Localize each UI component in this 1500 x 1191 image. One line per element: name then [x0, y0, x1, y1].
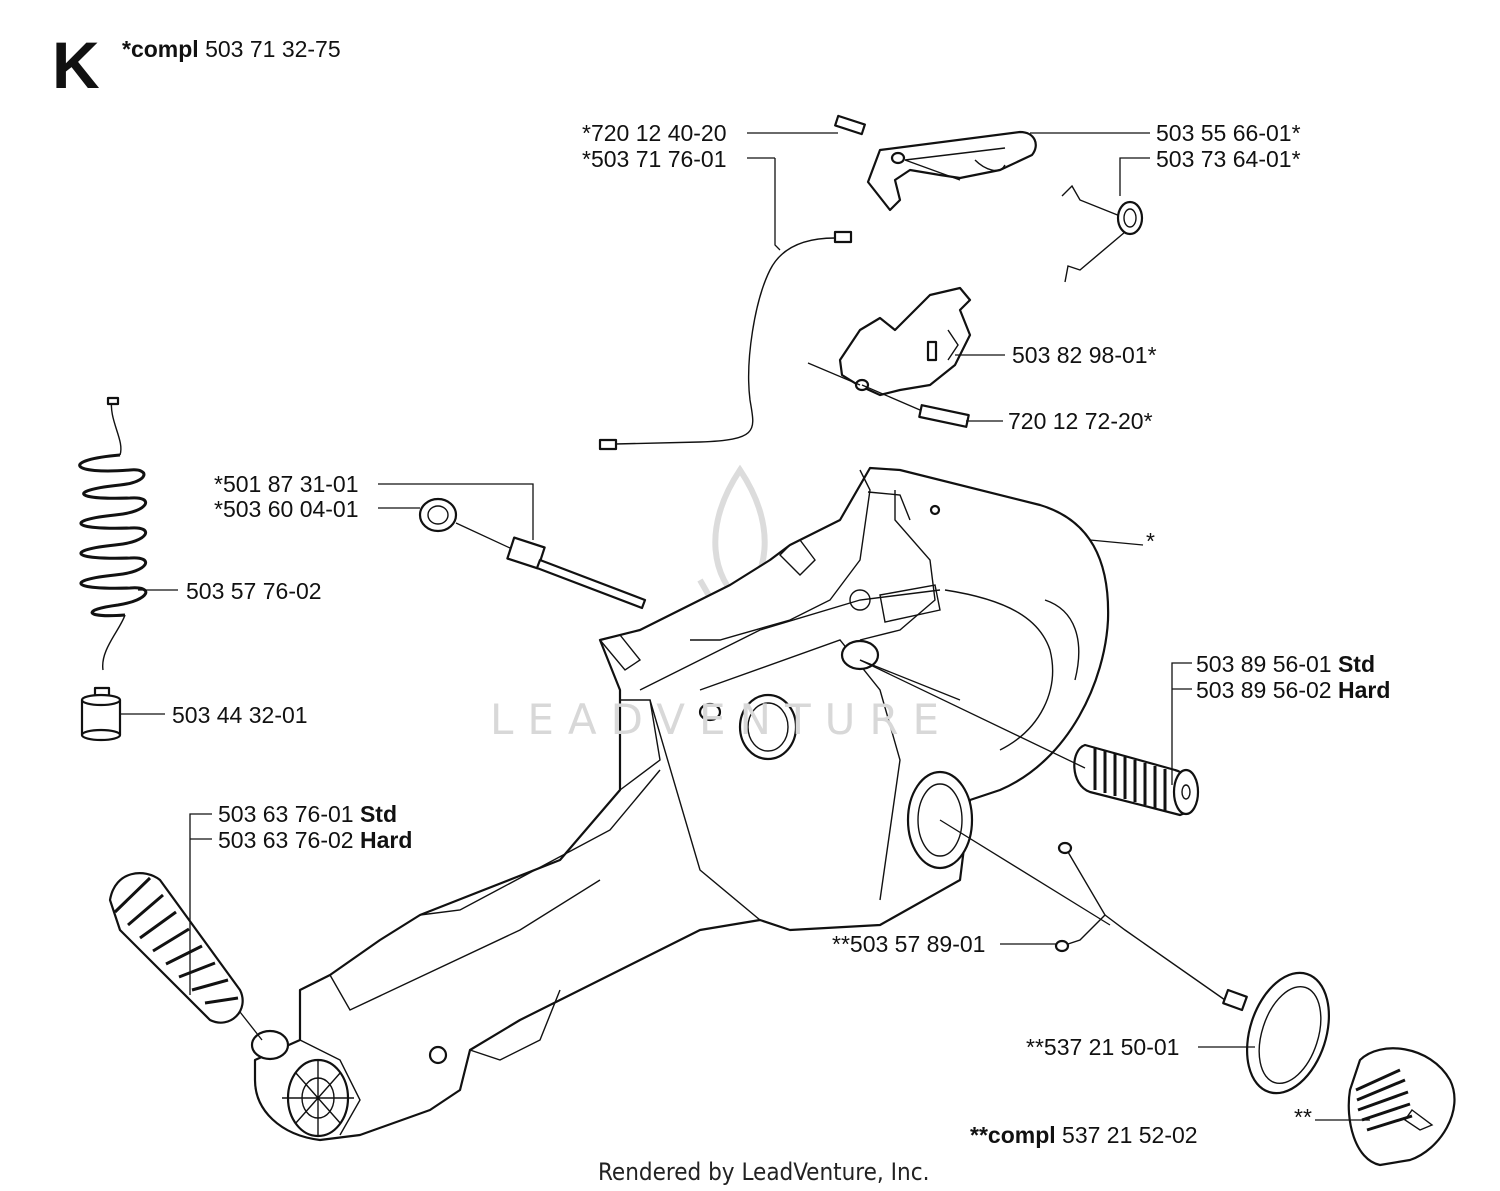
label-503-89-56-02-hard: 503 89 56-02 Hard [1196, 677, 1390, 703]
av-spring-left [108, 872, 244, 1024]
leader-lines [121, 132, 1370, 1121]
section-letter: K [52, 28, 100, 102]
std-label: Std [1337, 651, 1376, 677]
fuel-cap [1347, 1047, 1456, 1167]
watermark-text: LEADVENTURE [490, 695, 954, 744]
label-housing-star: * [1146, 528, 1155, 554]
av-spring-right [1073, 743, 1200, 817]
label-compl-537-21-52-02: **compl 537 21 52-02 [970, 1122, 1198, 1148]
label-503-57-76-02: 503 57 76-02 [186, 578, 322, 604]
throttle-trigger [838, 286, 972, 428]
part-number: 503 63 76-02 [218, 827, 354, 853]
label-720-12-40-20: *720 12 40-20 [582, 120, 727, 146]
label-503-44-32-01: 503 44 32-01 [172, 702, 308, 728]
compl2-part-number: 537 21 52-02 [1062, 1122, 1198, 1148]
footer-credit: Rendered by LeadVenture, Inc. [598, 1158, 930, 1186]
part-number: 503 89 56-01 [1196, 651, 1332, 677]
throttle-cable [598, 230, 853, 451]
part-number: 503 89 56-02 [1196, 677, 1332, 703]
compl-part-number: 503 71 32-75 [205, 36, 341, 62]
label-503-89-56-01-std: 503 89 56-01 Std [1196, 651, 1375, 677]
label-720-12-72-20: 720 12 72-20* [1008, 408, 1153, 434]
header-compl-label: *compl 503 71 32-75 [122, 36, 341, 62]
label-503-57-89-01: **503 57 89-01 [832, 931, 986, 957]
throttle-lockout [834, 114, 1037, 212]
std-label: Std [359, 801, 398, 827]
compl2-bold: **compl [970, 1122, 1056, 1148]
label-501-87-31-01: *501 87 31-01 [214, 471, 359, 497]
compl-bold: *compl [122, 36, 199, 62]
label-cap-double-star: ** [1294, 1104, 1312, 1130]
fuel-pickup [1054, 841, 1248, 1012]
label-503-71-76-01: *503 71 76-01 [582, 146, 727, 172]
part-number: 503 63 76-01 [218, 801, 354, 827]
fuel-filter [80, 686, 122, 742]
choke-rod [418, 497, 647, 610]
label-503-55-66-01: 503 55 66-01* [1156, 120, 1301, 146]
hard-label: Hard [359, 827, 413, 853]
hard-label: Hard [1337, 677, 1391, 703]
cap-seal [1245, 971, 1331, 1095]
fuel-hose [78, 396, 148, 671]
label-503-82-98-01: 503 82 98-01* [1012, 342, 1157, 368]
label-503-63-76-01-std: 503 63 76-01 Std [218, 801, 397, 827]
label-503-63-76-02-hard: 503 63 76-02 Hard [218, 827, 412, 853]
label-503-73-64-01: 503 73 64-01* [1156, 146, 1301, 172]
torsion-spring [1061, 184, 1144, 283]
label-503-60-04-01: *503 60 04-01 [214, 496, 359, 522]
label-537-21-50-01: **537 21 50-01 [1026, 1034, 1180, 1060]
